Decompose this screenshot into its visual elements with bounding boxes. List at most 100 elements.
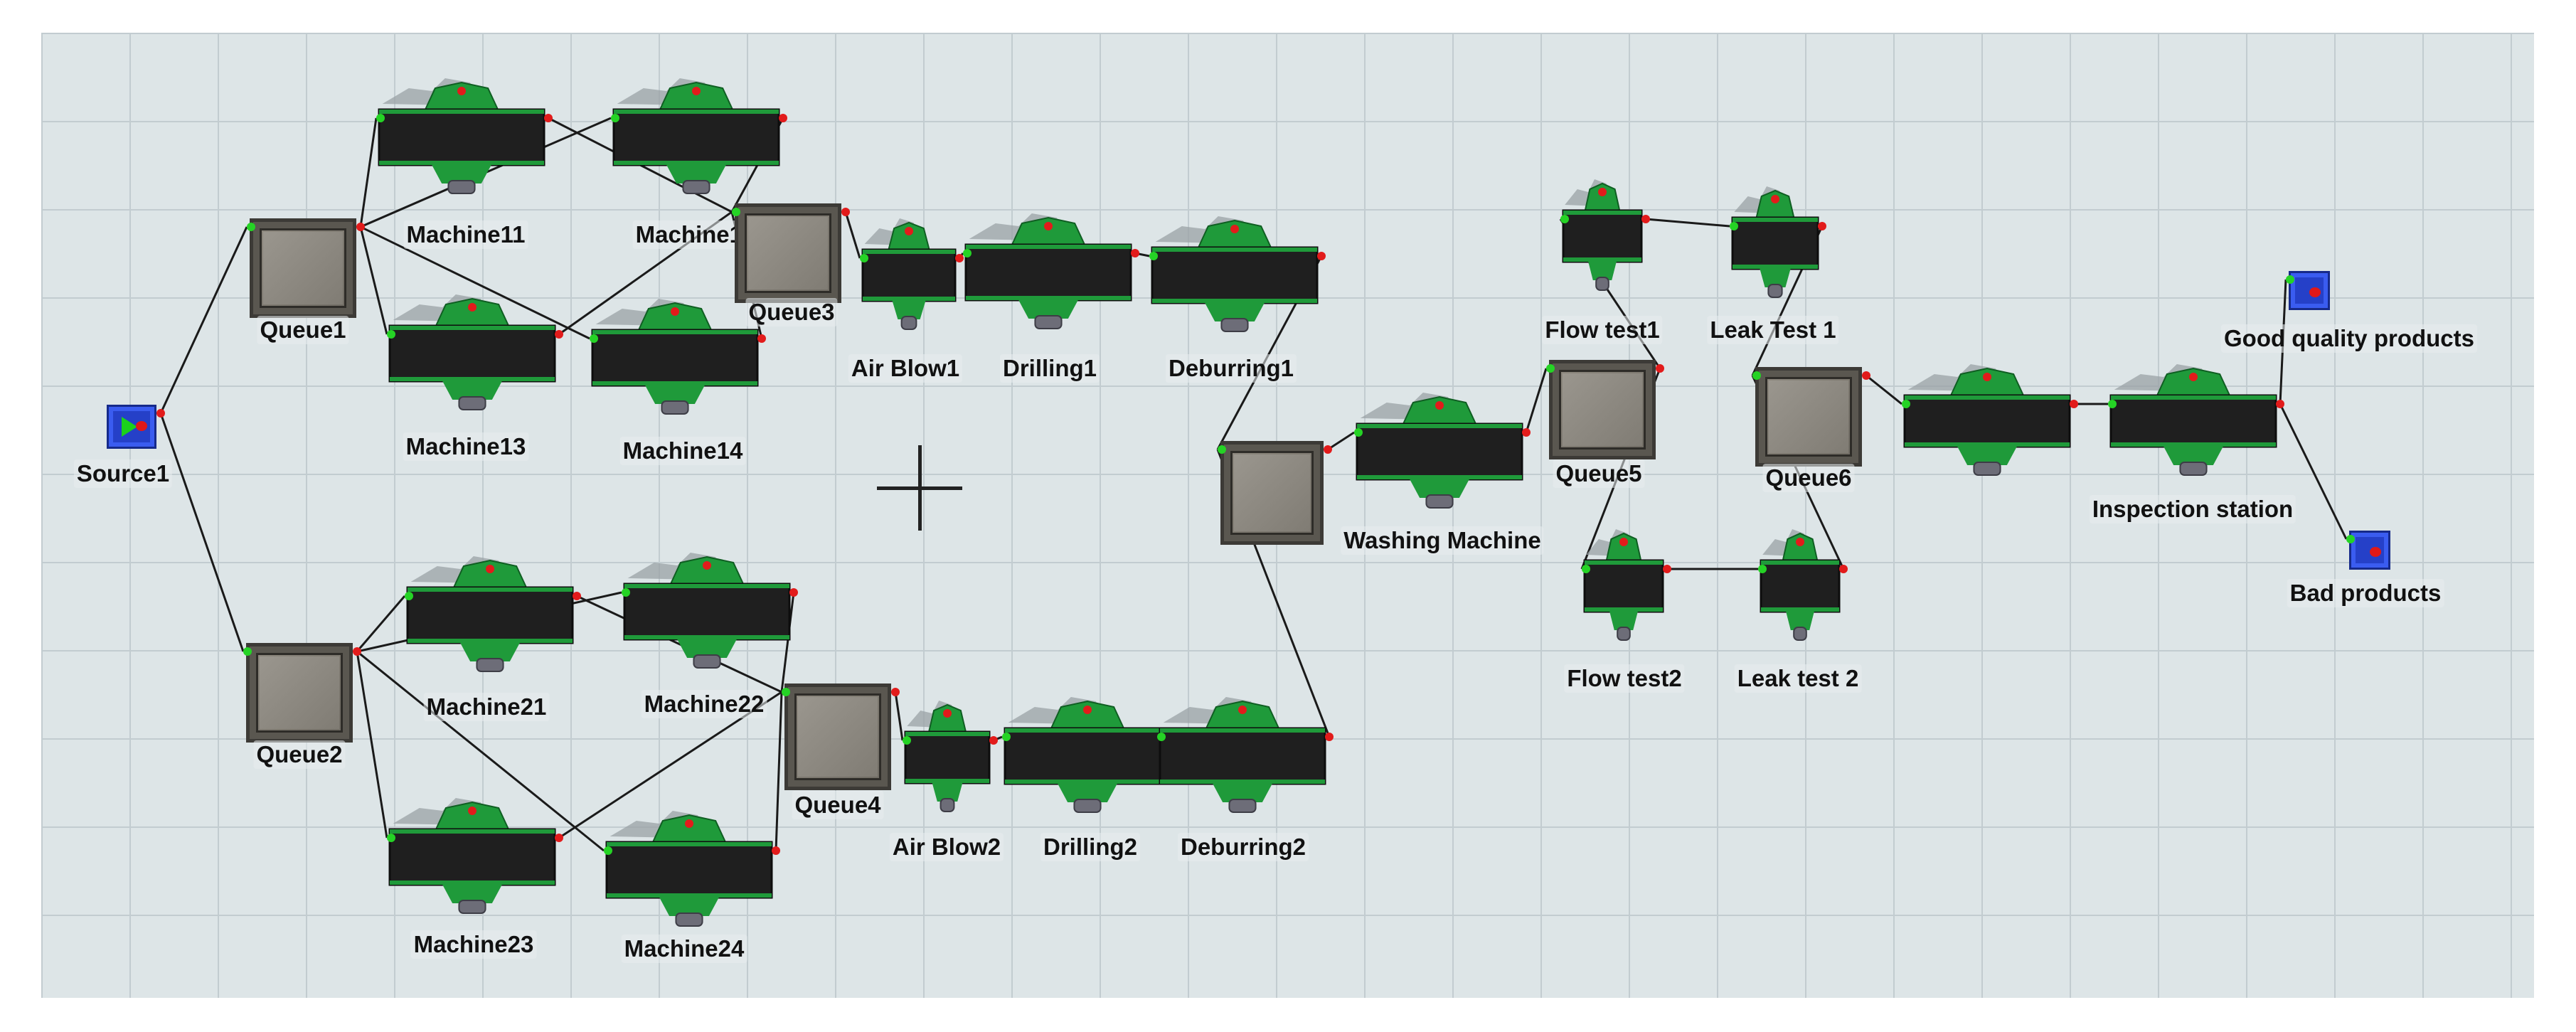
machine-deburring2[interactable] [1157, 697, 1334, 813]
output-port[interactable] [156, 409, 165, 417]
queue-queue5[interactable] [1546, 360, 1664, 459]
input-port[interactable] [405, 592, 413, 600]
input-port[interactable] [2286, 275, 2294, 284]
input-port[interactable] [732, 208, 740, 216]
input-port[interactable] [782, 688, 790, 696]
input-port[interactable] [376, 114, 385, 122]
object-label: Air Blow1 [848, 354, 963, 383]
machine-drilling1[interactable] [963, 213, 1139, 329]
queue-queue6[interactable] [1752, 367, 1870, 467]
queue-queuewash[interactable] [1218, 441, 1332, 545]
output-port[interactable] [353, 647, 361, 656]
machine-deburring1[interactable] [1149, 216, 1326, 332]
input-port[interactable] [1758, 565, 1767, 573]
output-port[interactable] [789, 588, 798, 597]
machine-machine21[interactable] [405, 556, 581, 672]
machine-drilling2[interactable] [1002, 697, 1178, 813]
queue-box-icon [1549, 360, 1656, 459]
machine-machine23[interactable] [387, 798, 563, 914]
output-port[interactable] [1641, 215, 1650, 223]
input-port[interactable] [1354, 428, 1363, 437]
connection-line-machine22-queue4 [780, 592, 795, 693]
input-port[interactable] [2108, 400, 2117, 408]
output-port[interactable] [573, 592, 581, 600]
output-port[interactable] [555, 834, 563, 842]
input-port[interactable] [243, 647, 252, 656]
source-source1[interactable] [107, 405, 165, 449]
connection-line-queue1-machine13 [359, 226, 388, 335]
input-port[interactable] [590, 334, 598, 343]
output-port[interactable] [1131, 249, 1139, 257]
queue-box-icon [246, 643, 353, 743]
machine-machine11[interactable] [376, 78, 553, 194]
output-port[interactable] [1656, 364, 1664, 373]
input-port[interactable] [604, 846, 612, 855]
input-port[interactable] [1902, 400, 1910, 408]
sink-good[interactable] [2286, 271, 2330, 310]
queue-box-icon [784, 683, 891, 790]
input-port[interactable] [1752, 371, 1761, 380]
machine-airblow1[interactable] [860, 218, 964, 330]
queue-queue1[interactable] [247, 218, 365, 318]
input-port[interactable] [1218, 445, 1226, 454]
machine-flowtest2[interactable] [1582, 529, 1671, 641]
input-port[interactable] [1730, 222, 1738, 230]
input-port[interactable] [860, 254, 868, 262]
input-port[interactable] [1546, 364, 1555, 373]
machine-leaktest1[interactable] [1730, 186, 1826, 298]
output-port[interactable] [555, 330, 563, 339]
output-port[interactable] [1324, 445, 1332, 454]
input-port[interactable] [1157, 733, 1166, 741]
sink-bad[interactable] [2346, 531, 2390, 570]
connection-line-queue1-machine11 [359, 117, 378, 228]
output-port[interactable] [2070, 400, 2078, 408]
machine-machine14[interactable] [590, 299, 766, 415]
output-port[interactable] [989, 736, 998, 745]
output-port[interactable] [1862, 371, 1870, 380]
input-port[interactable] [903, 736, 911, 745]
output-port[interactable] [1522, 428, 1531, 437]
output-port[interactable] [1839, 565, 1848, 573]
machine-machine24[interactable] [604, 811, 780, 927]
input-port[interactable] [1002, 733, 1011, 741]
output-port[interactable] [891, 688, 900, 696]
output-port[interactable] [779, 114, 787, 122]
output-port[interactable] [544, 114, 553, 122]
machine-conveyorfinal[interactable] [1902, 364, 2078, 476]
input-port[interactable] [387, 330, 395, 339]
machine-machine13[interactable] [387, 294, 563, 410]
output-port[interactable] [841, 208, 850, 216]
input-port[interactable] [2346, 535, 2355, 543]
output-port[interactable] [955, 254, 964, 262]
machine-washing[interactable] [1354, 393, 1531, 509]
input-port[interactable] [963, 249, 972, 257]
object-label: Source1 [73, 459, 173, 488]
output-port[interactable] [757, 334, 766, 343]
output-port[interactable] [356, 223, 365, 231]
machine-machine22[interactable] [622, 553, 798, 669]
queue-queue4[interactable] [782, 683, 900, 790]
machine-leaktest2[interactable] [1758, 529, 1848, 641]
input-port[interactable] [387, 834, 395, 842]
object-label: Queue3 [745, 298, 838, 326]
input-port[interactable] [622, 588, 630, 597]
object-label: Machine21 [423, 693, 550, 721]
queue-queue3[interactable] [732, 203, 850, 303]
input-port[interactable] [611, 114, 619, 122]
output-port[interactable] [1317, 252, 1326, 260]
output-port[interactable] [2276, 400, 2284, 408]
machine-inspection[interactable] [2108, 364, 2284, 476]
machine-flowtest1[interactable] [1560, 179, 1650, 291]
input-port[interactable] [247, 223, 255, 231]
input-port[interactable] [1149, 252, 1158, 260]
output-port[interactable] [1663, 565, 1671, 573]
output-port[interactable] [772, 846, 780, 855]
input-port[interactable] [1560, 215, 1569, 223]
machine-machine12[interactable] [611, 78, 787, 194]
machine-airblow2[interactable] [903, 701, 998, 812]
output-port[interactable] [1325, 733, 1334, 741]
queue-queue2[interactable] [243, 643, 361, 743]
input-port[interactable] [1582, 565, 1590, 573]
output-port[interactable] [1818, 222, 1826, 230]
